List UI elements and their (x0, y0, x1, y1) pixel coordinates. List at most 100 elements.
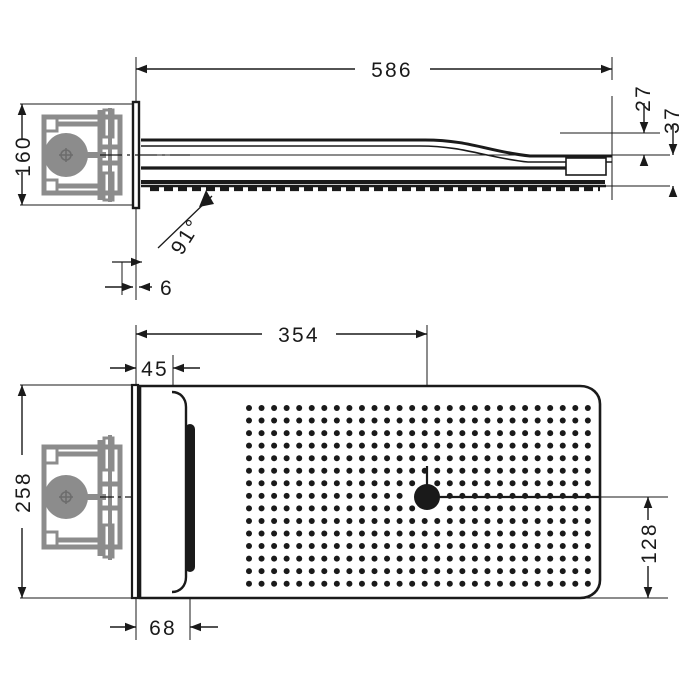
spray-nozzle-dot (396, 517, 403, 524)
spray-nozzle-dot (547, 467, 554, 474)
spray-nozzle-dot (409, 442, 416, 449)
spray-nozzle-dot (572, 405, 579, 411)
spray-nozzle-dot (522, 430, 529, 437)
spray-nozzle-dot (534, 580, 541, 587)
spray-nozzle-dot (534, 405, 541, 411)
spray-nozzle-dot (258, 455, 265, 462)
spray-nozzle-dot (497, 442, 503, 449)
spray-nozzle-dot (497, 580, 503, 587)
spray-nozzle-dot (271, 442, 278, 449)
spray-nozzle-dot (346, 517, 353, 524)
spray-nozzle-dot (547, 455, 554, 462)
spray-nozzle-dot (459, 405, 466, 411)
spray-nozzle-dot (358, 530, 365, 537)
spray-nozzle-dot (534, 543, 541, 550)
spray-nozzle-dot (384, 442, 391, 449)
dimension-label-27: 27 (632, 84, 655, 112)
spray-nozzle-dot (258, 555, 265, 562)
spray-nozzle-dot (296, 580, 303, 587)
spray-nozzle-dot (271, 530, 278, 537)
spray-nozzle-dot (484, 467, 491, 474)
spray-nozzle-dot (258, 442, 265, 449)
spray-nozzle-dot (547, 580, 554, 587)
spray-nozzle-dot (484, 568, 491, 575)
spray-nozzle-dot (384, 517, 391, 524)
spray-nozzle-dot (547, 530, 554, 537)
spray-nozzle-dot (434, 580, 441, 587)
spray-nozzle-dot (534, 417, 541, 424)
spray-nozzle-dot (572, 417, 579, 424)
spray-nozzle-dot (371, 492, 378, 499)
spray-nozzle-dot (346, 455, 353, 462)
spray-nozzle-dot (459, 455, 466, 462)
spray-nozzle-dot (409, 505, 416, 512)
spray-nozzle-dot (534, 530, 541, 537)
spray-nozzle-dot (358, 543, 365, 550)
spray-nozzle-dot (484, 430, 491, 437)
spray-nozzle-dot (308, 405, 315, 411)
spray-nozzle-dot (283, 467, 290, 474)
spray-nozzle-dot (484, 442, 491, 449)
spray-nozzle-dot (484, 530, 491, 537)
spray-nozzle-dot (396, 455, 403, 462)
spray-nozzle-dot (296, 405, 303, 411)
spray-nozzle-dot (572, 467, 579, 474)
spray-nozzle-dot (522, 530, 529, 537)
spray-nozzle-dot (409, 555, 416, 562)
spray-nozzle-dot (471, 467, 478, 474)
spray-nozzle-dot (346, 580, 353, 587)
spray-nozzle-dot (522, 442, 529, 449)
spray-nozzle-dot (421, 517, 428, 524)
spray-nozzle-dot (308, 543, 315, 550)
spray-nozzle-dot (484, 417, 491, 424)
spray-nozzle-dot (396, 480, 403, 487)
spray-nozzle-dot (459, 417, 466, 424)
spray-nozzle-dot (446, 442, 453, 449)
spray-nozzle-dot (509, 417, 516, 424)
spray-nozzle-dot (271, 430, 278, 437)
spray-nozzle-dot (333, 467, 340, 474)
spray-nozzle-dot (446, 568, 453, 575)
spray-nozzle-dot (283, 430, 290, 437)
spray-nozzle-dot (471, 530, 478, 537)
shower-head-profile (141, 138, 612, 188)
spray-nozzle-dot (584, 555, 591, 562)
spray-nozzle-dot (371, 568, 378, 575)
spray-nozzle-dot (421, 568, 428, 575)
spray-nozzle-dot (246, 417, 252, 424)
spray-nozzle-dot (459, 568, 466, 575)
spray-nozzle-dot (396, 505, 403, 512)
spray-nozzle-dot (396, 417, 403, 424)
spray-nozzle-dot (484, 555, 491, 562)
spray-nozzle-dot (296, 555, 303, 562)
spray-nozzle-dot (509, 505, 516, 512)
spray-nozzle-dot (333, 530, 340, 537)
spray-nozzle-dot (321, 492, 328, 499)
spray-nozzle-dot (459, 517, 466, 524)
spray-nozzle-dot (572, 517, 579, 524)
spray-nozzle-dot (321, 467, 328, 474)
spray-nozzle-dot (346, 543, 353, 550)
spray-nozzle-dot (333, 480, 340, 487)
spray-nozzle-dot (547, 405, 554, 411)
spray-nozzle-dot (547, 517, 554, 524)
plan-bottom-view: 354 45 258 128 (12, 324, 668, 640)
spray-nozzle-dot (358, 430, 365, 437)
spray-nozzle-dot (271, 580, 278, 587)
spray-nozzle-dot (421, 580, 428, 587)
spray-nozzle-dot (471, 442, 478, 449)
spray-nozzle-dot (434, 530, 441, 537)
spray-nozzle-dot (534, 505, 541, 512)
spray-nozzle-dot (296, 492, 303, 499)
spray-nozzle-dot (409, 430, 416, 437)
dimension-label-6: 6 (160, 277, 174, 300)
spray-nozzle-dot (497, 530, 503, 537)
spray-nozzle-dot (358, 568, 365, 575)
spray-nozzle-dot (559, 442, 566, 449)
spray-nozzle-dot (497, 555, 503, 562)
dimension-160: 160 (12, 104, 35, 205)
spray-nozzle-dot (572, 480, 579, 487)
spray-nozzle-dot (333, 430, 340, 437)
spray-nozzle-dot (471, 568, 478, 575)
spray-nozzle-dot (509, 455, 516, 462)
